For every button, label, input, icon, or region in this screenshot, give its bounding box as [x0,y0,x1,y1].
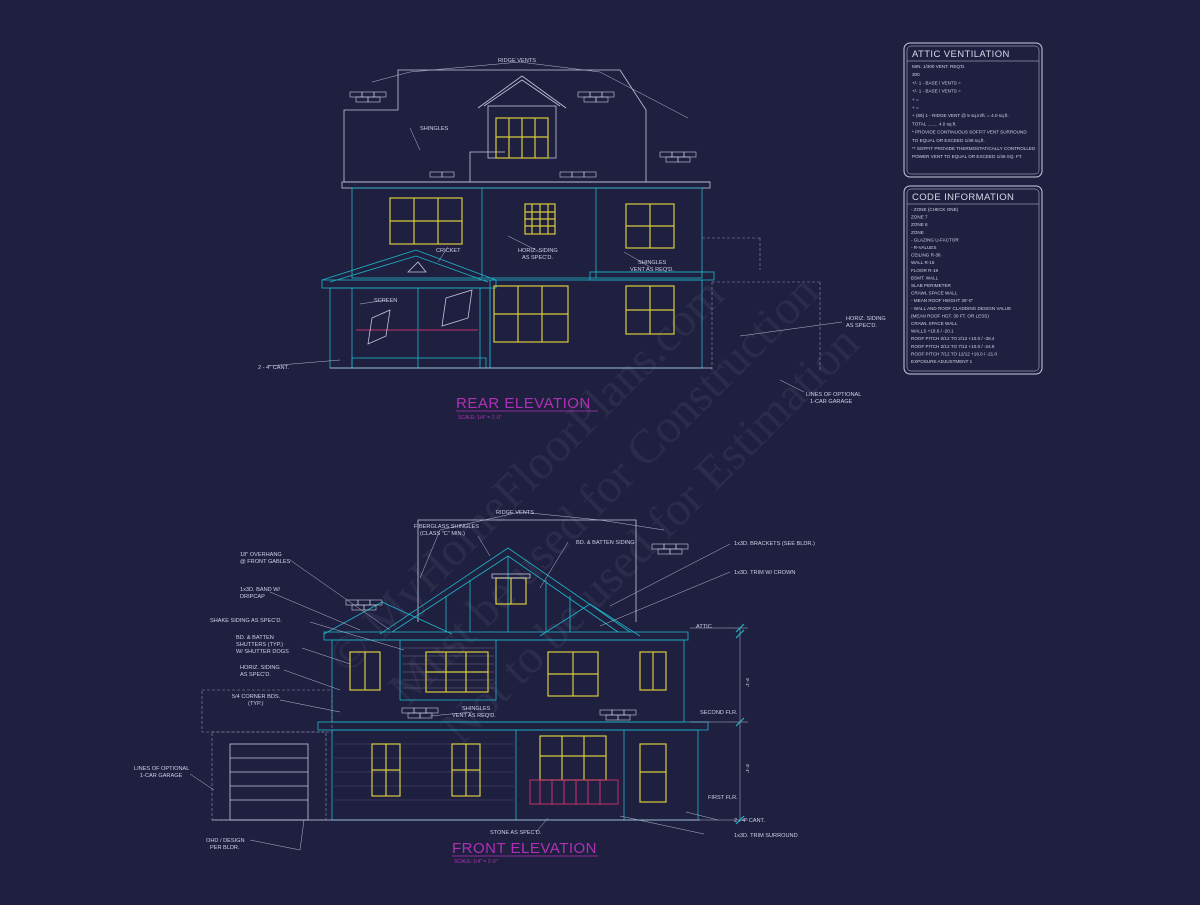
code_information-line: (MEAN ROOF HGT. 30 FT. OR LESS) [911,313,989,318]
code_information-line: CRAWL SPACE WALL [911,321,958,326]
front-note-shutters: BD. & BATTEN [236,635,274,641]
code_information-line: ROOF PITCH 0/12 TO 2/12 +10.0 / -38.4 [911,336,995,341]
attic_ventilation-line: POWER VENT TO EQUAL OR EXCEED 1/48 SQ. F… [912,154,1022,159]
attic_ventilation-line: TOTAL ........ 4.0 sq.ft. [912,121,957,126]
attic_ventilation-line: +/- 1 - BASE / VENTS = [912,89,961,94]
front-note-corner: 5/4 CORNER BDS. [232,694,281,700]
code_information-line: - MEAN ROOF HEIGHT 26'-0" [911,298,974,303]
rear-note-ridge-vents: RIDGE VENTS [498,58,536,64]
front-note-ridge-vents: RIDGE VENTS [496,510,534,516]
rear-note-horiz-siding-2: HORIZ. SIDING [846,316,886,322]
watermark: © MyHomeFloorPlans.com Must be used for … [318,265,869,754]
front-dim-lower: 9'-1" [745,764,750,774]
rear-note-vent: VENT AS REQ'D. [630,267,674,273]
attic-ventilation-panel: ATTIC VENTILATION MIN. 1/300 VENT. REQ'D… [903,42,1043,178]
rear-note-horiz-siding-spec: AS SPEC'D. [522,255,553,261]
front-note-band: 1x3D. BAND W/ [240,587,281,593]
front-note-fiberglass: FIBERGLASS SHINGLES [414,524,479,530]
front-note-first-flr: FIRST FLR. [708,795,738,801]
front-note-attic: ATTIC [696,624,712,630]
attic_ventilation-line: + = [912,105,919,110]
rear-note-screen: SCREEN [374,298,397,304]
front-note-overhang: 18" OVERHANG [240,552,282,558]
rear-elevation: RIDGE VENTS SHINGLES CRICKET HORIZ. SIDI… [258,58,886,421]
front-note-corner-typ: (TYP.) [248,701,264,707]
code_information-line: ZONE 8 [911,222,928,227]
front-note-optional-garage: LINES OF OPTIONAL [134,766,189,772]
attic_ventilation-line: MIN. 1/300 VENT. REQ'D. [912,64,965,69]
attic-ventilation-title: ATTIC VENTILATION [912,49,1010,60]
front-note-shingles: SHINGLES [462,706,491,712]
front-note-trim-surround: 1x3D. TRIM SURROUND [734,833,798,839]
front-note-shutter-dogs: W/ SHUTTER DOGS [236,649,289,655]
front-note-horiz: HORIZ. SIDING [240,665,280,671]
front-note-optional-garage-2: 1-CAR GARAGE [140,773,183,779]
front-elevation: RIDGE VENTS FIBERGLASS SHINGLES (CLASS "… [134,510,815,865]
attic_ventilation-line: TO EQUAL OR EXCEED 1/48 sq.ft. [912,138,985,143]
code_information-line: ZONE [911,230,924,235]
rear-elevation-scale: SCALE: 1/4" = 1'-0" [458,415,502,421]
code_information-line: EXPOSURE ADJUSTMENT 1 [911,359,973,364]
rear-note-shingles-2: SHINGLES [638,260,667,266]
code_information-line: WALLS +18.6 / -20.1 [911,329,954,334]
rear-note-optional-garage: LINES OF OPTIONAL [806,392,861,398]
rear-note-shingles: SHINGLES [420,126,449,132]
code-information-title: CODE INFORMATION [912,192,1014,203]
code_information-line: CRAWL SPACE WALL [911,291,958,296]
code_information-line: - ZONE (CHECK ONE) [911,207,959,212]
front-note-ohd: OHD / DESIGN [206,838,245,844]
code_information-line: SLAB PERIMETER [911,283,952,288]
attic_ventilation-line: 300 [912,72,920,77]
front-elevation-title: FRONT ELEVATION [452,840,597,857]
code_information-line: - GLAZING U-FACTOR [911,237,959,242]
attic_ventilation-line: ** SOFFIT PROVIDE THERMOSTATICALLY CONTR… [912,146,1036,151]
front-note-overhang-gables: @ FRONT GABLES [240,559,291,565]
front-note-shutters-typ: SHUTTERS (TYP.) [236,642,283,648]
rear-note-cant: 2 - 4" CANT. [258,365,289,371]
rear-note-cricket: CRICKET [436,248,461,254]
rear-note-horiz-siding-2-spec: AS SPEC'D. [846,323,877,329]
front-note-horiz-spec: AS SPEC'D. [240,672,271,678]
code_information-line: BSMT. WALL [911,275,939,280]
front-note-shake: SHAKE SIDING AS SPEC'D. [210,618,282,624]
code-information-lines: - ZONE (CHECK ONE) ZONE 7 ZONE 8 ZONE - G… [911,207,1011,364]
front-note-second-flr: SECOND FLR. [700,710,738,716]
code_information-line: FLOOR R-19 [911,268,939,273]
watermark-line-2: Must be used for Construction [378,265,828,715]
front-note-trim-crown: 1x3D. TRIM W/ CROWN [734,570,795,576]
attic_ventilation-line: +/- 1 - BASE / VENTS = [912,80,961,85]
attic-ventilation-lines: MIN. 1/300 VENT. REQ'D. 300 +/- 1 - BASE /… [912,64,1036,159]
code-information-panel: CODE INFORMATION - ZONE (CHECK ONE) ZONE… [903,185,1043,375]
front-note-band-dripcap: DRIPCAP [240,594,265,600]
front-note-fiberglass-class: (CLASS "C" MIN.) [420,531,465,537]
rear-note-horiz-siding: HORIZ. SIDING [518,248,558,254]
attic_ventilation-line: + = [912,97,919,102]
front-note-stone: STONE AS SPEC'D. [490,830,542,836]
front-dim-upper: 9'-1" [745,678,750,688]
attic_ventilation-line: + (66) 1 - RIDGE VENT @ 5 sq.in/ft. = 4.… [912,113,1009,118]
code_information-line: ROOF PITCH 7/12 TO 12/12 +16.0 / -21.0 [911,351,997,356]
attic_ventilation-line: * PROVIDE CONTINUOUS SOFFIT VENT SURROUN… [912,130,1027,135]
code_information-line: - WALL AND ROOF CLADDING DESIGN VALUE [911,306,1011,311]
front-elevation-scale: SCALE: 1/4" = 1'-0" [454,859,498,865]
code_information-line: WALL R-15 [911,260,935,265]
front-note-ohd-bldr: PER BLDR. [210,845,240,851]
front-note-vent: VENT AS REQ'D. [452,713,496,719]
code_information-line: ZONE 7 [911,215,928,220]
front-note-bd-batten: BD. & BATTEN SIDING [576,540,635,546]
front-note-cant: 2 - 4" CANT. [734,818,765,824]
front-note-brackets: 1x3D. BRACKETS (SEE BLDR.) [734,541,815,547]
code_information-line: ROOF PITCH 2/12 TO 7/12 +10.0 / -24.8 [911,344,995,349]
rear-note-optional-garage-2: 1-CAR GARAGE [810,399,853,405]
rear-elevation-title: REAR ELEVATION [456,395,591,412]
code_information-line: CEILING R-38 [911,253,941,258]
code_information-line: - R-VALUES [911,245,936,250]
